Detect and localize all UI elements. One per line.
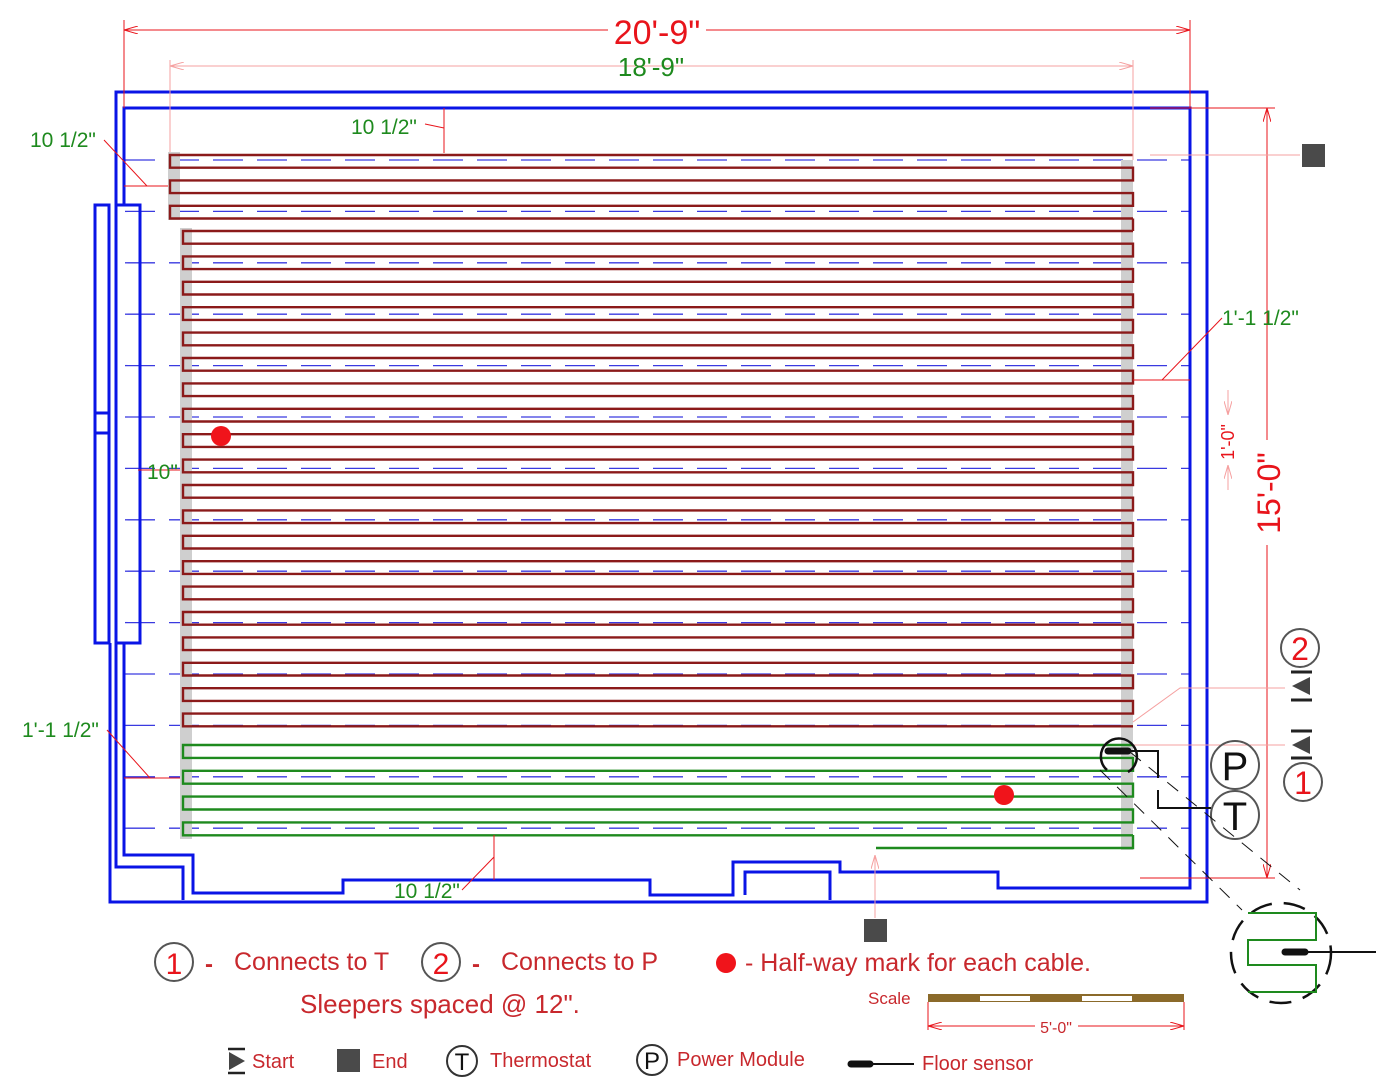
connector-2-marker: 2	[1280, 628, 1320, 668]
start-marker-icon	[1291, 729, 1312, 760]
dim-offset-top-left: 10 1/2"	[30, 129, 96, 152]
svg-text:-: -	[205, 951, 213, 978]
note-connects-to-p: 2 - Connects to P	[421, 942, 658, 982]
note-halfway-mark: - Half-way mark for each cable.	[716, 949, 1091, 977]
dim-offset-bottom-left: 1'-1 1/2"	[22, 719, 99, 742]
end-marker-icon	[1302, 144, 1325, 167]
cable-2-lead	[876, 835, 1135, 850]
dim-offset-bottom: 10 1/2"	[394, 880, 460, 903]
walls	[93, 90, 1209, 904]
end-marker-icon	[864, 919, 887, 942]
cable-2	[181, 743, 1135, 837]
svg-text:2: 2	[1291, 631, 1309, 667]
power-module-marker: P	[1210, 740, 1260, 790]
halfway-mark-cable-1	[211, 426, 231, 446]
legend-power-module: P Power Module	[636, 1044, 805, 1076]
svg-text:5'-0": 5'-0"	[1040, 1020, 1072, 1037]
connector-1-marker: 1	[1283, 762, 1323, 802]
legend-thermostat: T Thermostat	[446, 1045, 592, 1077]
svg-text:P: P	[644, 1048, 660, 1075]
legend-start: Start	[228, 1047, 295, 1075]
svg-text:-: -	[472, 951, 480, 978]
legend-floor-sensor: Floor sensor	[847, 1053, 1033, 1075]
svg-text:Start: Start	[252, 1051, 295, 1073]
sleepers	[125, 159, 1190, 829]
svg-text:1: 1	[166, 948, 183, 981]
dim-sleeper-spacing: 1'-0"	[1218, 424, 1238, 460]
svg-text:End: End	[372, 1051, 408, 1073]
scale-bar: Scale 5'-0"	[868, 989, 1185, 1037]
svg-text:T: T	[455, 1049, 470, 1076]
halfway-mark-cable-2	[994, 785, 1014, 805]
svg-text:1: 1	[1294, 765, 1312, 801]
start-marker-icon	[1291, 670, 1312, 702]
dim-offset-top: 10 1/2"	[351, 116, 417, 139]
svg-text:Floor sensor: Floor sensor	[922, 1053, 1033, 1075]
heating-cables	[168, 153, 1135, 850]
dimension-lines	[103, 20, 1300, 918]
dim-overall-height: 15'-0"	[1251, 452, 1287, 534]
note-sleeper-spacing: Sleepers spaced @ 12".	[300, 989, 580, 1019]
note-connects-to-t: 1 - Connects to T	[154, 942, 389, 982]
svg-text:Scale: Scale	[868, 989, 911, 1008]
svg-text:T: T	[1223, 795, 1247, 839]
svg-text:Thermostat: Thermostat	[490, 1050, 592, 1072]
svg-text:Power Module: Power Module	[677, 1049, 805, 1071]
dim-inner-width: 18'-9"	[618, 52, 684, 82]
floor-sensor-detail	[1229, 901, 1376, 1005]
svg-text:Connects to T: Connects to T	[234, 948, 389, 976]
thermostat-marker: T	[1210, 790, 1260, 840]
dim-overall-width: 20'-9"	[614, 14, 701, 52]
floor-sensor	[1099, 737, 1301, 911]
svg-text:P: P	[1222, 745, 1249, 789]
cable-1	[181, 229, 1135, 728]
svg-text:2: 2	[433, 948, 450, 981]
legend-end: End	[337, 1049, 408, 1073]
svg-text:Connects to P: Connects to P	[501, 948, 658, 976]
dim-offset-right: 1'-1 1/2"	[1222, 307, 1299, 330]
dim-offset-left: 10"	[147, 461, 178, 484]
cable-1-top	[168, 153, 1135, 220]
svg-text:- Half-way mark for each cable: - Half-way mark for each cable.	[745, 949, 1091, 977]
